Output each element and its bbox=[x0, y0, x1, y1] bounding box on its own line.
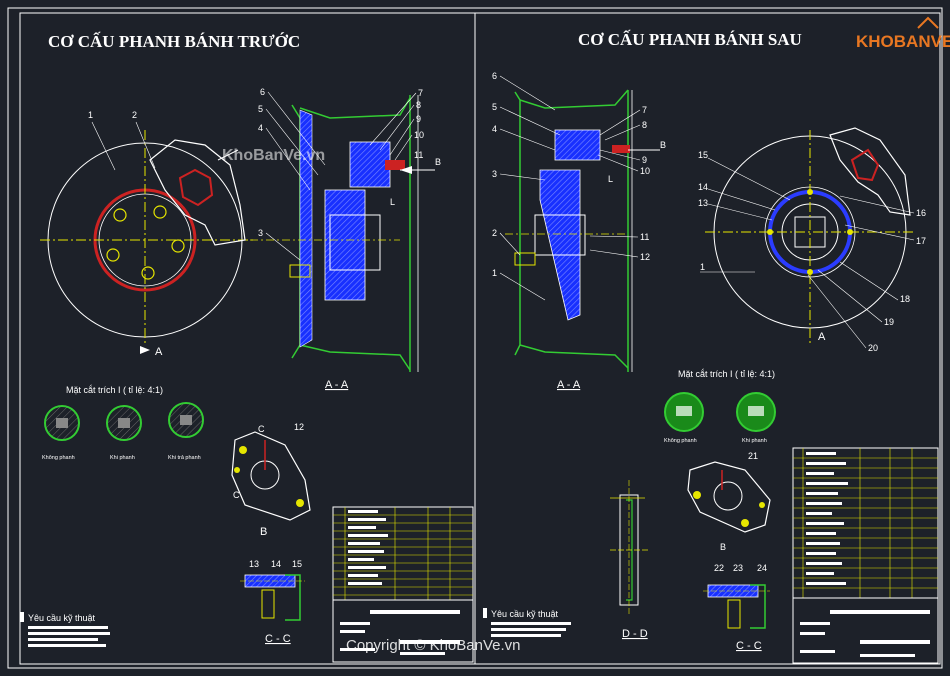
rear-view-dd bbox=[610, 480, 648, 615]
front-section-aa bbox=[250, 95, 435, 372]
rear-detail-caption-2: Khi phanh bbox=[742, 438, 767, 444]
rear-part-16: 16 bbox=[916, 208, 926, 218]
front-part-10: 10 bbox=[414, 130, 424, 140]
front-detail-caption-2: Khi phanh bbox=[110, 455, 135, 461]
rear-view-b bbox=[687, 461, 771, 533]
rear-detail-views bbox=[664, 392, 776, 432]
rear-part-20: 20 bbox=[868, 343, 878, 353]
copyright-watermark: Copyright © KhoBanVe.vn bbox=[346, 637, 521, 654]
front-mark-l: L bbox=[390, 197, 395, 207]
rear-part-19: 19 bbox=[884, 317, 894, 327]
rear-part-1: 1 bbox=[492, 268, 497, 278]
front-detail-title: Mặt cắt trích I ( tỉ lệ: 4:1) bbox=[66, 385, 163, 395]
front-title: CƠ CẤU PHANH BÁNH TRƯỚC bbox=[48, 32, 300, 51]
front-disc-view bbox=[40, 130, 255, 345]
front-title-block bbox=[332, 506, 474, 663]
front-view-b bbox=[231, 431, 311, 521]
rear-part-2: 2 bbox=[492, 228, 497, 238]
rear-part-11: 11 bbox=[640, 232, 649, 242]
rear-sheet-frame bbox=[474, 12, 941, 665]
rear-part-22: 22 bbox=[714, 563, 724, 573]
rear-part-10: 10 bbox=[640, 166, 650, 176]
front-part-2: 2 bbox=[132, 110, 137, 120]
rear-arrow-a: A bbox=[818, 331, 826, 343]
front-view-c-label: C - C bbox=[265, 633, 291, 645]
rear-part-13: 13 bbox=[698, 198, 708, 208]
front-mark-c-bottom: C bbox=[233, 490, 240, 500]
front-arrow-b: B bbox=[435, 157, 441, 167]
rear-arrow-b: B bbox=[660, 140, 666, 150]
front-requirements-lines bbox=[28, 626, 110, 647]
rear-part-15: 15 bbox=[698, 150, 708, 160]
rear-view-b-label: B bbox=[720, 542, 726, 552]
front-view-b-label: B bbox=[260, 526, 267, 538]
front-mark-c-top: C bbox=[258, 424, 265, 434]
rear-part-17: 17 bbox=[916, 236, 926, 246]
front-part-4: 4 bbox=[258, 123, 263, 133]
front-part-1: 1 bbox=[88, 110, 93, 120]
front-part-3: 3 bbox=[258, 228, 263, 238]
rear-section-aa bbox=[505, 89, 660, 372]
rear-section-label: A - A bbox=[557, 379, 581, 391]
rear-part-24: 24 bbox=[757, 563, 767, 573]
front-view-cc bbox=[240, 574, 305, 621]
rear-part-5: 5 bbox=[492, 102, 497, 112]
rear-part-18: 18 bbox=[900, 294, 910, 304]
front-part-14: 14 bbox=[271, 559, 281, 569]
rear-detail-title: Mặt cắt trích I ( tỉ lệ: 4:1) bbox=[678, 369, 775, 379]
front-detail-caption-1: Không phanh bbox=[42, 455, 75, 461]
rear-view-c-label: C - C bbox=[736, 640, 762, 652]
rear-title-block bbox=[792, 447, 939, 664]
front-part-6: 6 bbox=[260, 87, 265, 97]
rear-part-6: 6 bbox=[492, 71, 497, 81]
front-part-7: 7 bbox=[418, 88, 423, 98]
rear-part-14: 14 bbox=[698, 182, 708, 192]
front-detail-caption-3: Khi trả phanh bbox=[168, 455, 201, 461]
rear-requirements-label: Yêu cầu kỹ thuật bbox=[491, 609, 559, 619]
front-part-9: 9 bbox=[416, 114, 421, 124]
front-part-11: 11 bbox=[414, 150, 423, 160]
front-arrow-a: A bbox=[155, 346, 163, 358]
rear-part-3: 3 bbox=[492, 169, 497, 179]
front-part-12: 12 bbox=[294, 422, 304, 432]
rear-part-8: 8 bbox=[642, 120, 647, 130]
rear-detail-caption-1: Không phanh bbox=[664, 438, 697, 444]
rear-title: CƠ CẤU PHANH BÁNH SAU bbox=[578, 30, 802, 49]
khobanve-logo: KHOBANVE bbox=[856, 16, 950, 51]
front-part-8: 8 bbox=[416, 100, 421, 110]
rear-part-7: 7 bbox=[642, 105, 647, 115]
front-section-label: A - A bbox=[325, 379, 349, 391]
front-detail-views bbox=[44, 402, 204, 441]
rear-part-4: 4 bbox=[492, 124, 497, 134]
front-requirements-label: Yêu cầu kỹ thuật bbox=[28, 613, 96, 623]
front-part-15: 15 bbox=[292, 559, 302, 569]
rear-requirements-lines bbox=[491, 622, 571, 637]
rear-view-cc bbox=[703, 584, 770, 629]
rear-part-12: 12 bbox=[640, 252, 650, 262]
front-part-5: 5 bbox=[258, 104, 263, 114]
logo-text: KHOBANVE bbox=[856, 32, 950, 51]
rear-part-1-disc: 1 bbox=[700, 262, 705, 272]
sheet-border bbox=[7, 7, 943, 669]
site-watermark: KhoBanVe.vn bbox=[222, 147, 325, 164]
rear-part-23: 23 bbox=[733, 563, 743, 573]
rear-part-9: 9 bbox=[642, 155, 647, 165]
rear-view-d-label: D - D bbox=[622, 628, 648, 640]
rear-disc-view bbox=[705, 127, 915, 345]
rear-mark-l: L bbox=[608, 174, 613, 184]
rear-part-21: 21 bbox=[748, 451, 758, 461]
front-part-13: 13 bbox=[249, 559, 259, 569]
